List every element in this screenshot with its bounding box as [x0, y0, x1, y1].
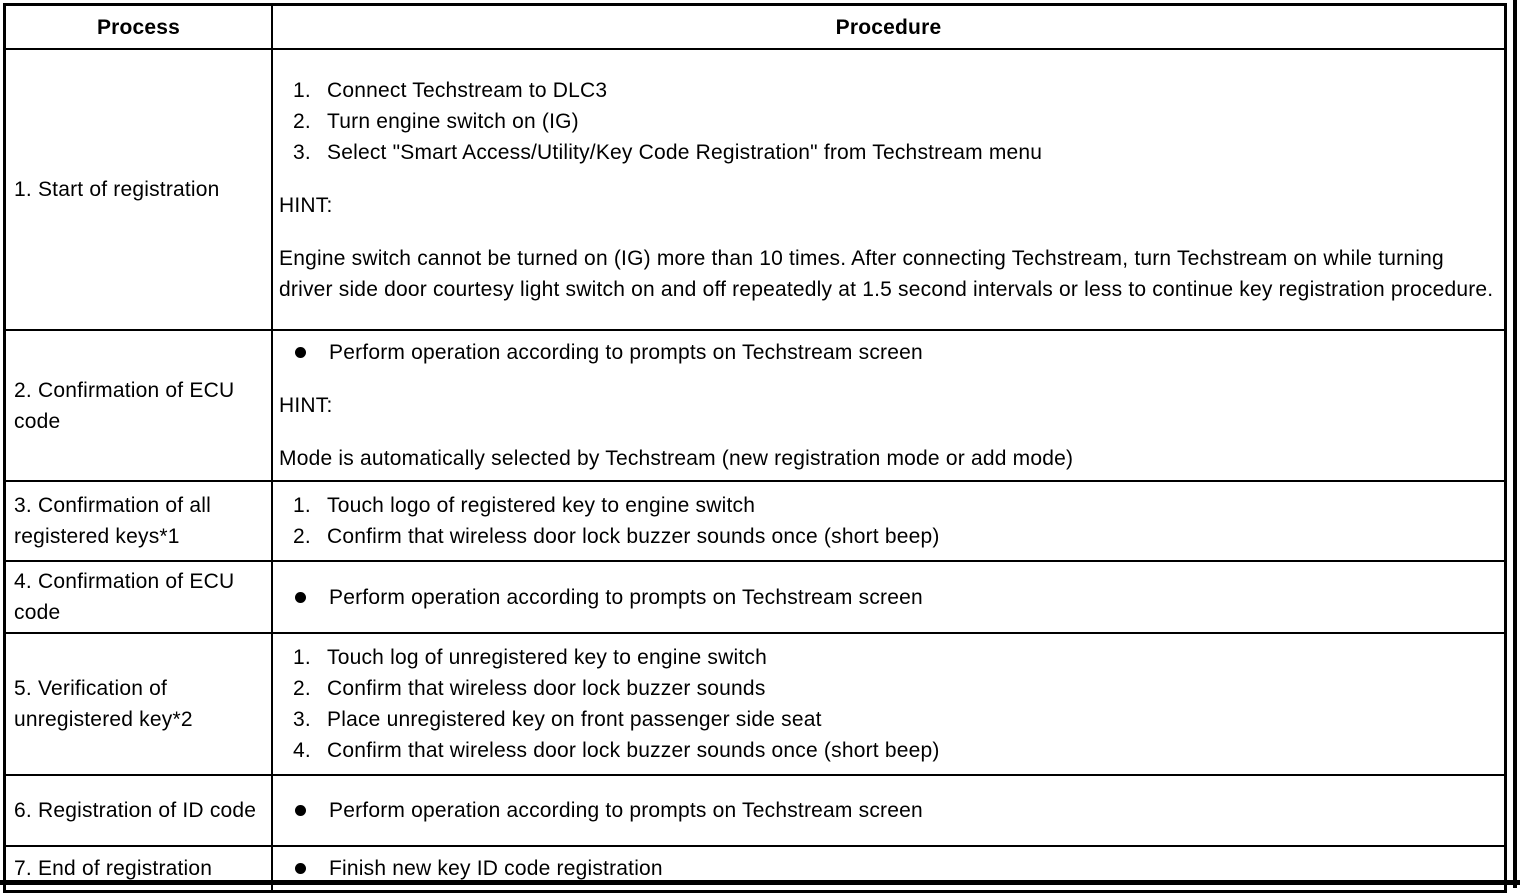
bullet-text: Perform operation according to prompts o…: [329, 585, 923, 609]
process-label: 7. End of registration: [14, 857, 213, 880]
bullet-item: Finish new key ID code registration: [279, 853, 1494, 884]
table-row: 3. Confirmation of all registered keys*1…: [6, 480, 1504, 560]
process-cell: 2. Confirmation of ECU code: [6, 331, 273, 480]
bullet-icon: [295, 591, 306, 603]
hint-label: HINT:: [279, 394, 333, 417]
procedure-step: 3. Select "Smart Access/Utility/Key Code …: [279, 137, 1494, 168]
hint-paragraph: Mode is automatically selected by Techst…: [279, 447, 1074, 470]
process-label: 1. Start of registration: [14, 178, 220, 201]
process-cell: 7. End of registration: [6, 847, 273, 890]
process-label: 6. Registration of ID code: [14, 799, 257, 822]
process-cell: 5. Verification of unregistered key*2: [6, 634, 273, 774]
numbered-list: 1. Touch logo of registered key to engine…: [279, 490, 1494, 552]
step-text: Confirm that wireless door lock buzzer s…: [327, 677, 766, 700]
numbered-list: 1. Connect Techstream to DLC3 2. Turn engin…: [279, 75, 1494, 168]
step-text: Touch logo of registered key to engine s…: [327, 494, 756, 517]
procedure-step: 2. Confirm that wireless door lock buzzer…: [279, 673, 1494, 704]
column-header-procedure-label: Procedure: [835, 15, 942, 39]
procedure-cell: Perform operation according to prompts o…: [273, 562, 1504, 632]
table-row: 6. Registration of ID code Perform operat…: [6, 774, 1504, 845]
procedure-cell: 1. Touch logo of registered key to engine…: [273, 482, 1504, 560]
process-procedure-table: Process Procedure 1. Start of registrati…: [3, 3, 1507, 893]
hint-paragraph: Engine switch cannot be turned on (IG) m…: [279, 246, 1494, 301]
process-cell: 6. Registration of ID code: [6, 776, 273, 845]
process-cell: 1. Start of registration: [6, 50, 273, 329]
process-label: 4. Confirmation of ECU code: [14, 570, 235, 624]
bullet-icon: [295, 347, 306, 358]
step-text: Turn engine switch on (IG): [327, 109, 579, 133]
procedure-step: 1. Connect Techstream to DLC3: [279, 75, 1494, 106]
step-number: 3.: [293, 708, 311, 731]
procedure-cell: 1. Connect Techstream to DLC3 2. Turn engin…: [273, 50, 1504, 329]
step-number: 2.: [293, 677, 311, 700]
procedure-step: 2. Confirm that wireless door lock buzzer…: [279, 521, 1494, 552]
step-number: 3.: [293, 140, 311, 164]
column-header-process: Process: [6, 6, 273, 48]
procedure-step: 4. Confirm that wireless door lock buzzer…: [279, 735, 1494, 766]
step-text: Confirm that wireless door lock buzzer s…: [327, 525, 940, 548]
table-row: 2. Confirmation of ECU code Perform opera…: [6, 329, 1504, 480]
process-label: 3. Confirmation of all registered keys*1: [14, 494, 211, 548]
process-label: 5. Verification of unregistered key*2: [14, 677, 193, 731]
step-number: 2.: [293, 109, 311, 133]
process-label: 2. Confirmation of ECU code: [14, 378, 235, 433]
bullet-item: Perform operation according to prompts o…: [279, 795, 1494, 826]
procedure-cell: Finish new key ID code registration: [273, 847, 1504, 890]
procedure-step: 1. Touch logo of registered key to engine…: [279, 490, 1494, 521]
bullet-item: Perform operation according to prompts o…: [279, 337, 1494, 368]
bullet-icon: [295, 863, 306, 874]
procedure-cell: Perform operation according to prompts o…: [273, 331, 1504, 480]
bullet-item: Perform operation according to prompts o…: [279, 582, 1494, 613]
bullet-text: Finish new key ID code registration: [329, 857, 663, 880]
procedure-step: 2. Turn engine switch on (IG): [279, 106, 1494, 137]
step-text: Select "Smart Access/Utility/Key Code Re…: [327, 140, 1043, 164]
process-cell: 4. Confirmation of ECU code: [6, 562, 273, 632]
step-number: 2.: [293, 525, 311, 548]
step-number: 1.: [293, 78, 311, 102]
table-row: 4. Confirmation of ECU code Perform opera…: [6, 560, 1504, 632]
step-text: Confirm that wireless door lock buzzer s…: [327, 739, 940, 762]
procedure-cell: 1. Touch log of unregistered key to engin…: [273, 634, 1504, 774]
process-cell: 3. Confirmation of all registered keys*1: [6, 482, 273, 560]
column-header-procedure: Procedure: [273, 6, 1504, 48]
bullet-text: Perform operation according to prompts o…: [329, 799, 923, 822]
table-header-row: Process Procedure: [6, 6, 1504, 48]
bullet-icon: [295, 805, 306, 816]
scan-frame-right-line: [1513, 0, 1517, 888]
procedure-step: 3. Place unregistered key on front passen…: [279, 704, 1494, 735]
scan-frame-bottom-line: [0, 880, 1520, 885]
table-row: 7. End of registration Finish new key ID …: [6, 845, 1504, 890]
step-number: 1.: [293, 646, 311, 669]
step-number: 1.: [293, 494, 311, 517]
procedure-cell: Perform operation according to prompts o…: [273, 776, 1504, 845]
column-header-process-label: Process: [96, 15, 181, 39]
procedure-step: 1. Touch log of unregistered key to engin…: [279, 642, 1494, 673]
step-text: Connect Techstream to DLC3: [327, 78, 608, 102]
step-number: 4.: [293, 739, 311, 762]
table-row: 1. Start of registration 1. Connect Techst…: [6, 48, 1504, 329]
bullet-text: Perform operation according to prompts o…: [329, 341, 923, 364]
step-text: Place unregistered key on front passenge…: [327, 708, 822, 731]
numbered-list: 1. Touch log of unregistered key to engin…: [279, 642, 1494, 766]
table-row: 5. Verification of unregistered key*2 1. T…: [6, 632, 1504, 774]
step-text: Touch log of unregistered key to engine …: [327, 646, 767, 669]
hint-label: HINT:: [279, 193, 333, 217]
